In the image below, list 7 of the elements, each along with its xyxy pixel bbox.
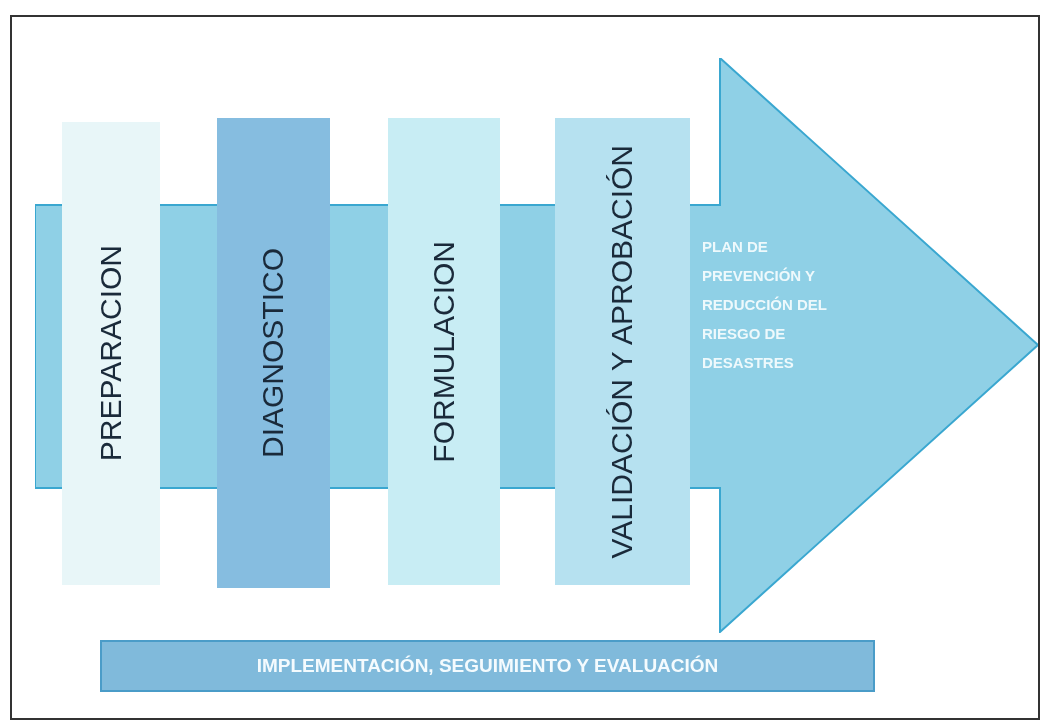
phase-label: DIAGNOSTICO	[256, 248, 291, 458]
result-label: PLAN DE PREVENCIÓN Y REDUCCIÓN DEL RIESGO DE DESASTRES	[702, 237, 828, 373]
phase-label: FORMULACION	[426, 240, 461, 463]
phase-label: VALIDACIÓN Y APROBACIÓN	[605, 144, 640, 559]
phase-band	[100, 640, 875, 692]
phase-label: PREPARACION	[93, 245, 128, 462]
phase-label: IMPLEMENTACIÓN, SEGUIMIENTO Y EVALUACIÓN	[256, 655, 719, 677]
